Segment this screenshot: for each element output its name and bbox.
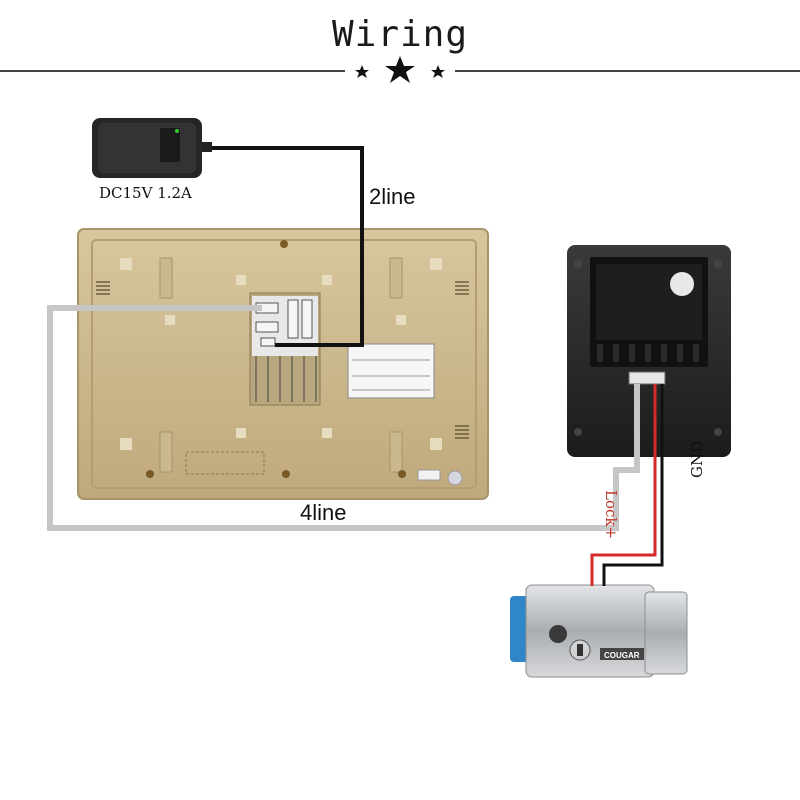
power-supply-label: DC15V 1.2A [99, 184, 192, 202]
power-adapter-icon [92, 118, 212, 178]
label-4line: 4line [300, 500, 346, 526]
monitor-back-icon [78, 229, 488, 499]
star-icon [385, 56, 415, 83]
diagram-title: Wiring [0, 14, 800, 55]
star-icon [431, 65, 445, 78]
header-divider [0, 56, 800, 83]
label-lock-positive: Lock+ [602, 490, 620, 539]
label-2line: 2line [369, 184, 415, 210]
electric-lock-icon [510, 585, 687, 677]
lock-brand-label: COUGAR [604, 651, 640, 660]
label-ground: GND [688, 441, 706, 478]
door-camera-icon [567, 245, 731, 457]
star-icon [355, 65, 369, 78]
